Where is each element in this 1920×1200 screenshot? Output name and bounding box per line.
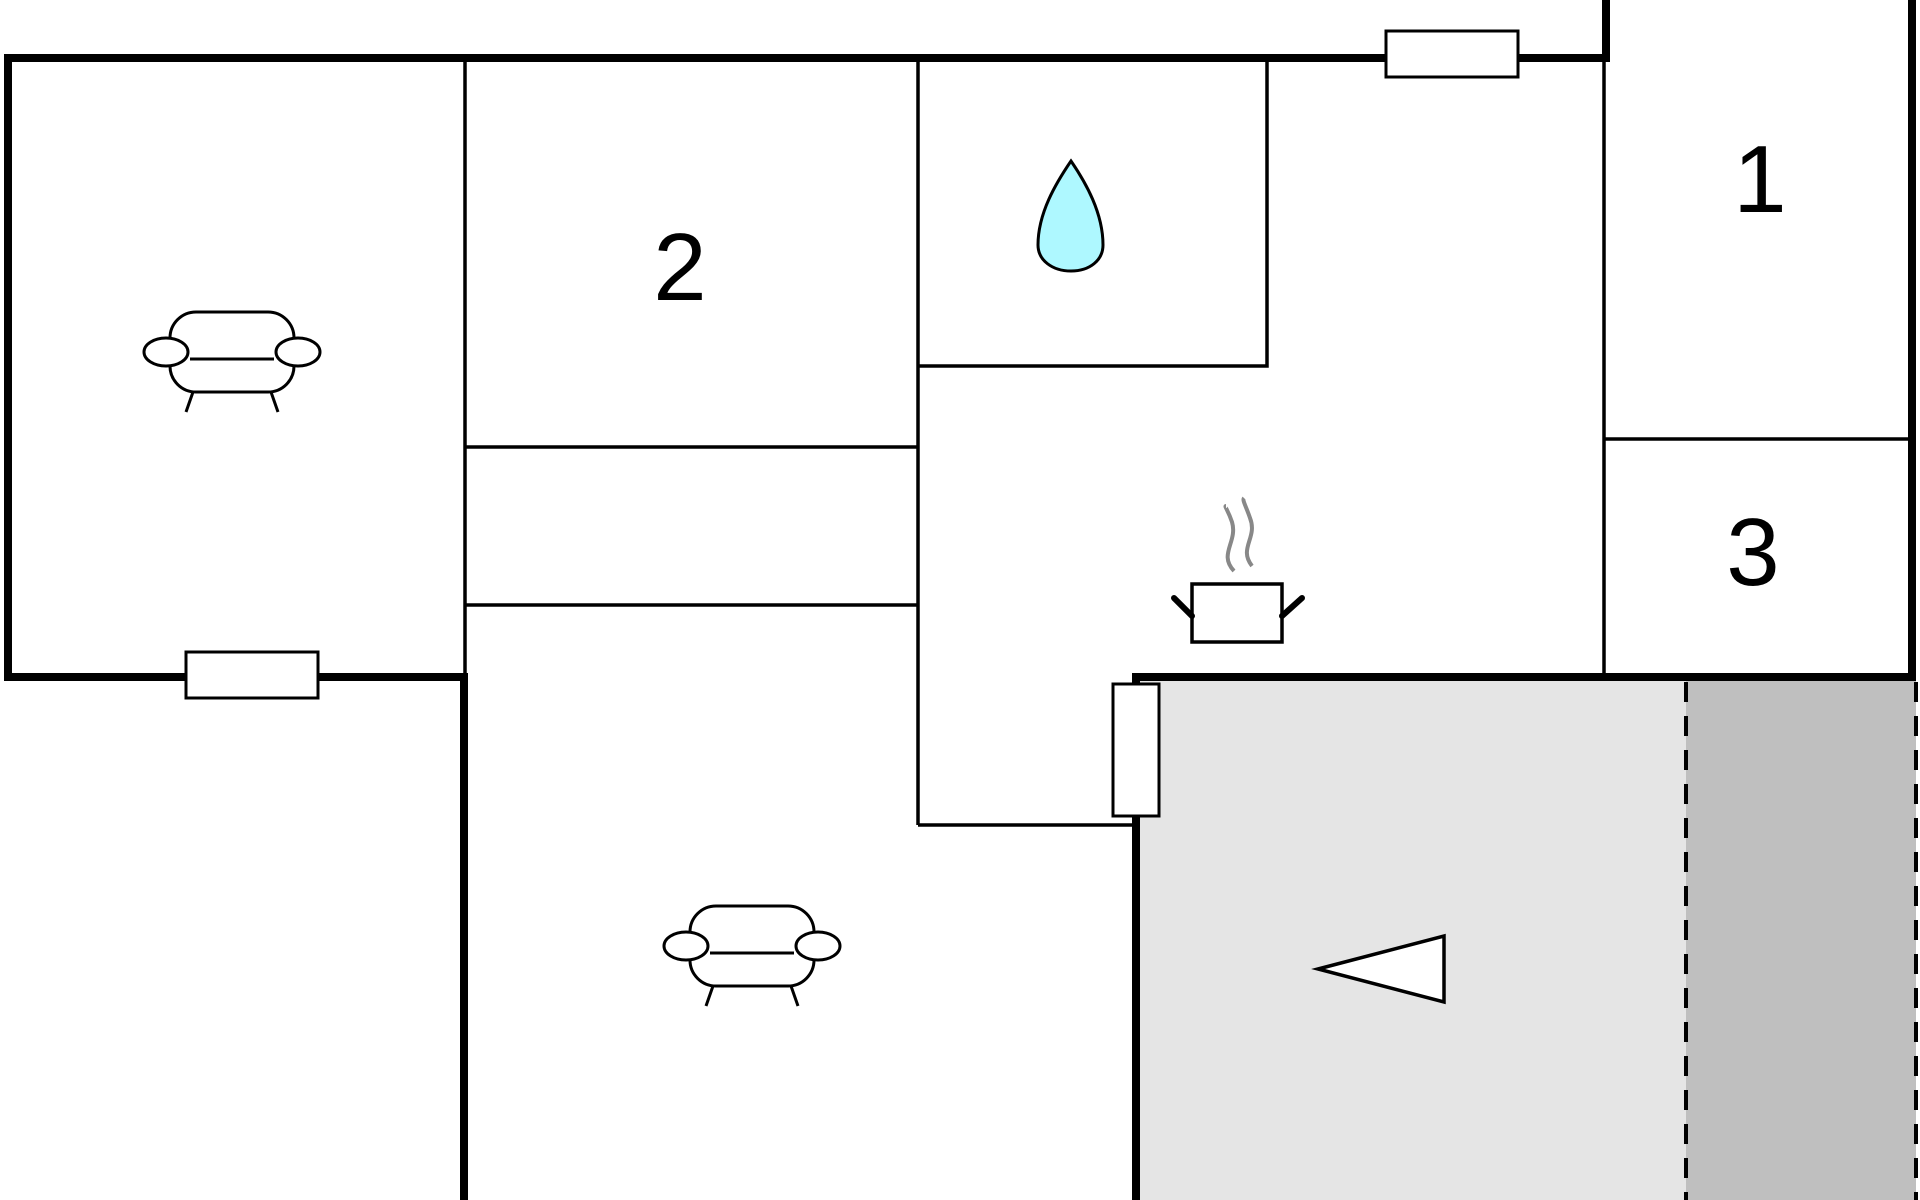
water-drop-icon [1036, 158, 1105, 273]
triangle-direction-icon [1311, 933, 1446, 1005]
room-number-1: 1 [1733, 126, 1786, 233]
room-number-3: 3 [1726, 499, 1779, 606]
window-top [1384, 29, 1520, 79]
window-left [184, 650, 320, 700]
terrace-area [1138, 678, 1686, 1200]
sofa-icon [662, 904, 842, 1007]
covered-terrace-area [1686, 678, 1916, 1200]
cooking-pot-icon [1171, 496, 1305, 644]
room-number-2: 2 [653, 214, 706, 321]
sofa-icon [142, 310, 322, 413]
terrace-boundary-lines [1684, 682, 1918, 1200]
interior-walls [463, 58, 1912, 827]
window-door-terrace [1111, 682, 1161, 818]
